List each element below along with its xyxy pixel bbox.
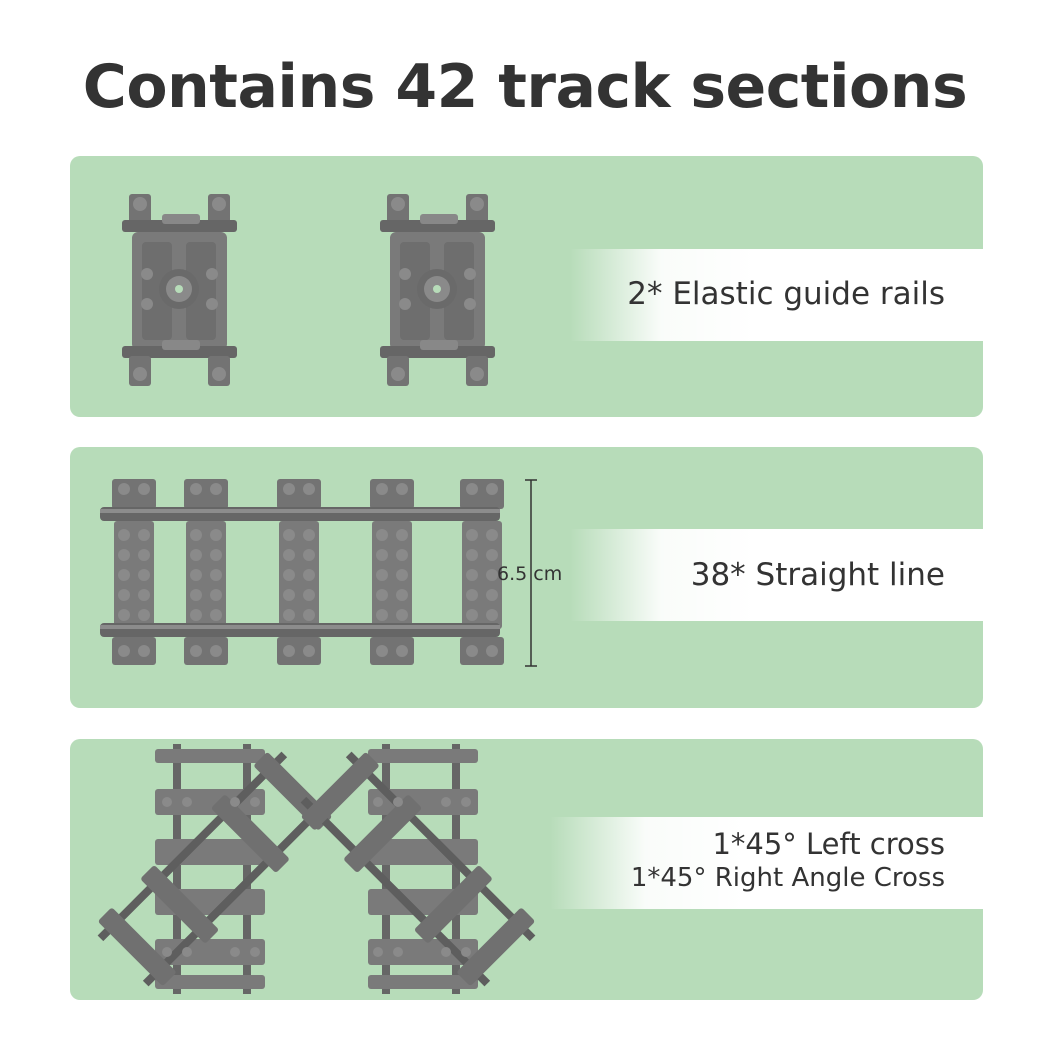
elastic-rail-piece-left	[122, 194, 237, 386]
left-cross-piece	[90, 744, 340, 994]
elastic-rail-piece-right	[380, 194, 495, 386]
section-label-right-cross: 1*45° Right Angle Cross	[630, 863, 945, 893]
section-label-left-cross: 1*45° Left cross	[712, 827, 945, 861]
straight-track-illustration	[100, 479, 537, 667]
straight-track-piece	[100, 479, 504, 665]
label-banner: 2* Elastic guide rails	[570, 249, 983, 341]
panel-straight-line: 6.5 cm 38* Straight line	[70, 447, 983, 708]
right-cross-piece	[293, 744, 543, 994]
dimension-label: 6.5 cm	[497, 563, 563, 585]
panel-cross-tracks: 1*45° Left cross 1*45° Right Angle Cross	[70, 739, 983, 1000]
label-banner: 1*45° Left cross 1*45° Right Angle Cross	[550, 817, 983, 909]
label-banner: 38* Straight line	[570, 529, 983, 621]
section-label: 2* Elastic guide rails	[627, 276, 945, 312]
section-label: 38* Straight line	[690, 557, 945, 593]
dimension-marker	[525, 479, 537, 667]
page-title: Contains 42 track sections	[82, 52, 968, 122]
panel-elastic-guide-rails: 2* Elastic guide rails	[70, 156, 983, 417]
